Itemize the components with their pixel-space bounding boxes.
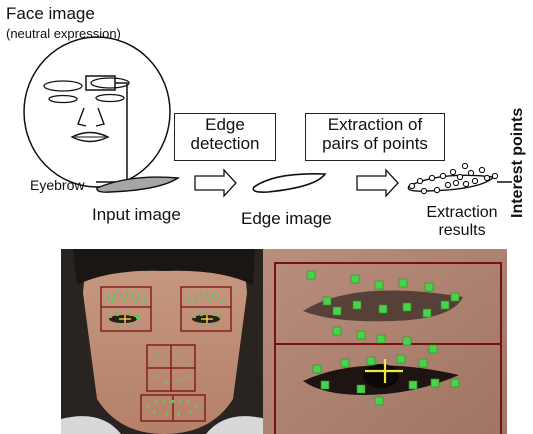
eyebrow-label: Eyebrow [30,177,85,193]
mouth-shape [70,131,110,143]
closeup-boxes [274,262,502,434]
closeup-iris [363,364,399,388]
input-image-label: Input image [92,205,181,224]
nose-left-shape [77,107,87,127]
result-points [408,162,499,195]
edge-image-label: Edge image [241,209,332,228]
face-image-label: Face image [6,4,95,23]
photo-points [107,293,226,416]
input-eyebrow-shape [96,176,181,193]
face-skin [83,249,247,434]
left-eyebrow-shape [43,80,83,92]
left-eye-shape [48,94,78,104]
closeup-points [306,270,460,406]
arrow-two-icon [356,168,399,198]
feature-boxes [100,286,232,422]
right-eyebrow-shape [90,77,130,89]
shirt-left [61,416,121,434]
edge-eyebrow-shape [252,172,327,193]
edge-detection-box: Edge detection [174,113,276,161]
pair-extraction-box: Extraction of pairs of points [305,113,445,161]
connector-line [96,82,128,183]
shirt-right [206,416,266,434]
hair [73,249,255,285]
diagram-lines [23,36,512,198]
extraction-results-label: Extraction results [426,204,498,239]
right-eye-shape [95,93,125,103]
photo-crosshairs [119,315,213,323]
face-outline [23,36,171,188]
nose-right-shape [95,107,105,127]
arrow-one-icon [194,168,237,198]
closeup-crosshair [365,359,403,383]
face-photo [61,249,266,434]
eye-closeup-photo [263,249,507,434]
interest-points-label: Interest points [509,107,526,218]
